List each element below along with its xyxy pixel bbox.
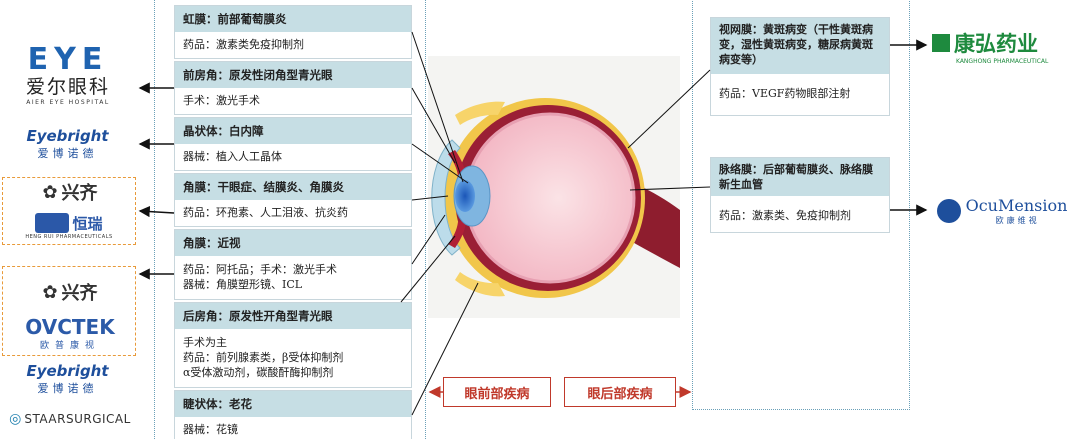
card-cornea-myopia-title: 角膜：近视: [175, 230, 411, 256]
card-retina-title: 视网膜：黄斑病变（干性黄斑病变，湿性黄斑病变，糖尿病黄斑病变等）: [711, 18, 889, 74]
hengrui-en: HENG RUI PHARMACEUTICALS: [25, 233, 113, 240]
card-anterior-angle-title: 前房角：原发性闭角型青光眼: [175, 62, 411, 88]
staar-logo: ◎ STAARSURGICAL: [4, 406, 136, 432]
card-posterior-angle-line-3: α受体激动剂，碳酸酐酶抑制剂: [183, 366, 334, 379]
card-retina: 视网膜：黄斑病变（干性黄斑病变，湿性黄斑病变，糖尿病黄斑病变等） 药品：VEGF…: [710, 17, 890, 116]
logo-group-2: [2, 266, 136, 356]
right-connectors: [627, 69, 711, 191]
card-posterior-angle: 后房角：原发性开角型青光眼 手术为主 药品：前列腺素类，β受体抑制剂 α受体激动…: [174, 302, 412, 388]
eyebright-2-en: Eyebright: [26, 361, 109, 380]
vitreous: [466, 114, 634, 282]
iris: [455, 180, 475, 212]
aier-logo: EYE 爱尔眼科 AIER EYE HOSPITAL: [4, 40, 132, 110]
left-panel-frame: [154, 0, 426, 439]
ciliary-lower: [455, 272, 505, 297]
anterior-disease-button[interactable]: 眼前部疾病: [443, 377, 551, 407]
ocumension-logo: OcuMension 欧康维视: [928, 194, 1076, 228]
right-logo-arrows: [890, 39, 928, 216]
eyebright-logo-1: Eyebright 爱博诺德: [10, 126, 125, 162]
ovctek-cn: 欧普康视: [39, 340, 100, 351]
card-posterior-angle-line-2: 药品：前列腺素类，β受体抑制剂: [183, 351, 344, 364]
card-ciliary-title: 睫状体：老花: [175, 391, 411, 417]
card-lens: 晶状体：白内障 器械：植入人工晶体: [174, 117, 412, 171]
right-panel-frame: [692, 0, 910, 410]
kanghong-cn: 康弘药业: [954, 31, 1038, 56]
xingqi-logo-1: ✿ 兴齐: [20, 180, 120, 205]
card-anterior-angle-line: 手术：激光手术: [183, 94, 260, 107]
card-retina-line: 药品：VEGF药物眼部注射: [719, 87, 851, 100]
card-iris: 虹膜：前部葡萄膜炎 药品：激素类免疫抑制剂: [174, 5, 412, 59]
eyebright-1-en: Eyebright: [26, 126, 109, 145]
card-choroid-line: 药品：激素类、免疫抑制剂: [719, 209, 851, 222]
card-cornea-dryeye: 角膜：干眼症、结膜炎、角膜炎 药品：环孢素、人工泪液、抗炎药: [174, 173, 412, 227]
hengrui-mark: 恒瑞: [72, 214, 103, 233]
card-posterior-angle-title: 后房角：原发性开角型青光眼: [175, 303, 411, 329]
xingqi-2-text: 兴齐: [61, 283, 98, 304]
posterior-disease-button[interactable]: 眼后部疾病: [564, 377, 676, 407]
card-lens-title: 晶状体：白内障: [175, 118, 411, 144]
card-anterior-angle: 前房角：原发性闭角型青光眼 手术：激光手术: [174, 61, 412, 115]
left-connectors: [400, 31, 479, 416]
card-posterior-angle-line-1: 手术为主: [183, 336, 227, 349]
card-choroid-title: 脉络膜：后部葡萄膜炎、脉络膜新生血管: [711, 158, 889, 196]
eyebright-logo-2: Eyebright 爱博诺德: [10, 362, 125, 396]
card-choroid: 脉络膜：后部葡萄膜炎、脉络膜新生血管 药品：激素类、免疫抑制剂: [710, 157, 890, 233]
ovctek-en: OVCTEK: [25, 314, 115, 339]
aier-cn: 爱尔眼科: [25, 75, 110, 98]
card-cornea-myopia: 角膜：近视 药品：阿托品；手术：激光手术 器械：角膜塑形镜、ICL: [174, 229, 412, 300]
card-lens-line: 器械：植入人工晶体: [183, 150, 282, 163]
hengrui-logo: 恒瑞 HENG RUI PHARMACEUTICALS: [14, 208, 124, 244]
xingqi-2-flower-icon: ✿: [42, 281, 58, 303]
ovctek-logo: OVCTEK 欧普康视: [16, 314, 124, 352]
card-ciliary: 睫状体：老花 器械：花镜: [174, 390, 412, 439]
card-ciliary-line: 器械：花镜: [183, 423, 238, 436]
card-iris-line: 药品：激素类免疫抑制剂: [183, 38, 304, 51]
kanghong-emblem-icon: [932, 33, 950, 52]
xingqi-1-text: 兴齐: [61, 183, 98, 204]
hengrui-emblem-icon: [35, 213, 70, 233]
cornea: [431, 139, 461, 256]
xingqi-1-flower-icon: ✿: [42, 181, 58, 203]
kanghong-en: KANGHONG PHARMACEUTICAL: [956, 57, 1049, 65]
aier-mark: EYE: [27, 41, 109, 77]
card-cornea-dryeye-line: 药品：环孢素、人工泪液、抗炎药: [183, 206, 348, 219]
ocumension-emblem-icon: [936, 199, 961, 223]
ocumension-cn: 欧康维视: [995, 215, 1040, 225]
card-iris-title: 虹膜：前部葡萄膜炎: [175, 6, 411, 32]
xingqi-logo-2: ✿ 兴齐: [20, 280, 120, 305]
ciliary-upper: [455, 101, 505, 125]
logo-group-1: [2, 177, 136, 245]
staar-text: STAARSURGICAL: [24, 412, 131, 426]
card-cornea-myopia-line-1: 药品：阿托品；手术：激光手术: [183, 263, 337, 276]
aier-en: AIER EYE HOSPITAL: [26, 98, 110, 106]
eyebright-2-cn: 爱博诺德: [37, 381, 98, 395]
card-cornea-myopia-line-2: 器械：角膜塑形镜、ICL: [183, 278, 303, 291]
staar-swirl-icon: ◎: [9, 411, 22, 427]
eyebright-1-cn: 爱博诺德: [37, 146, 98, 160]
iris-lower: [448, 220, 466, 248]
kanghong-logo: 康弘药业 KANGHONG PHARMACEUTICAL: [932, 28, 1076, 65]
left-logo-arrows: [138, 82, 175, 280]
ocumension-en: OcuMension: [965, 195, 1068, 215]
card-cornea-dryeye-title: 角膜：干眼症、结膜炎、角膜炎: [175, 174, 411, 200]
